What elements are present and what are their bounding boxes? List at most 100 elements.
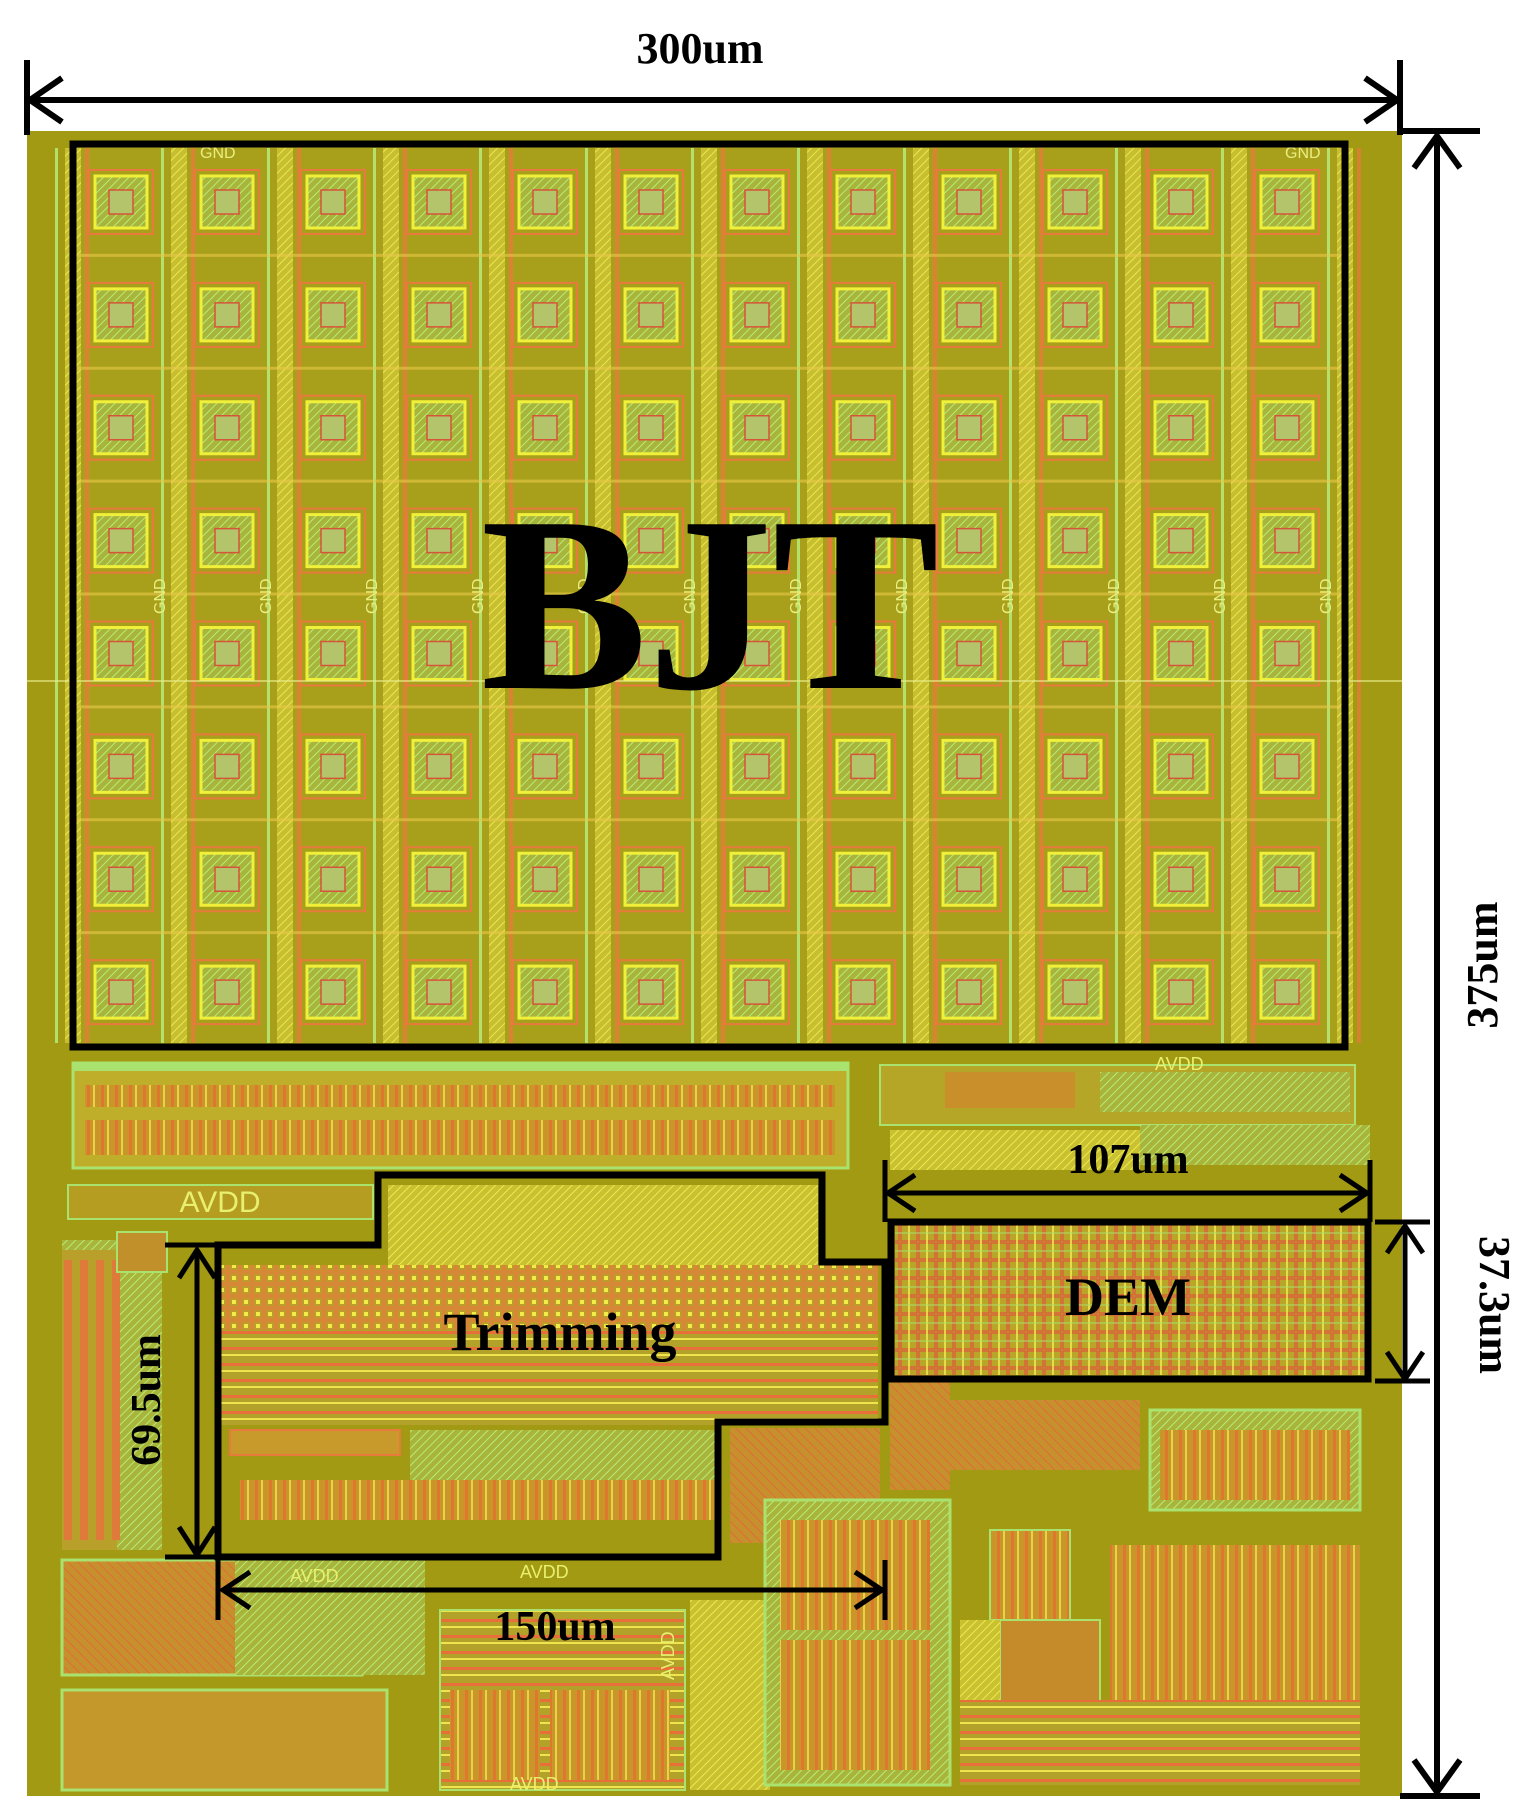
bjt-cell-emitter xyxy=(214,753,240,780)
bjt-cell-emitter xyxy=(532,527,558,554)
bjt-cell-ring xyxy=(1254,281,1320,348)
bjt-cell-emitter xyxy=(638,753,664,780)
bjt-cell-ring xyxy=(194,281,260,348)
bjt-cell-emitter xyxy=(320,527,346,554)
bjt-cell-emitter xyxy=(744,866,770,892)
trimming-outline xyxy=(214,1171,889,1561)
bjt-cell-ring xyxy=(618,620,684,687)
bjt-cell-ring xyxy=(512,620,578,687)
bjt-cell-emitter xyxy=(744,302,770,328)
bjt-cell-emitter xyxy=(1168,866,1194,892)
bjt-cell-ring xyxy=(194,846,260,913)
bjt-cell-emitter xyxy=(1274,753,1300,780)
metal-link xyxy=(77,366,1341,370)
bjt-cell-ring xyxy=(724,959,790,1026)
bjt-cell-ring xyxy=(1254,733,1320,800)
bjt-cell-ring xyxy=(724,169,790,235)
bjt-cell-ring xyxy=(194,507,260,574)
bjt-cell-emitter xyxy=(638,979,664,1005)
block-outlines xyxy=(69,140,1372,1561)
bjt-cell xyxy=(1259,964,1315,1020)
bjt-cell-emitter xyxy=(1274,189,1300,215)
trimming-width-label: 150um xyxy=(494,1604,615,1650)
bjt-cell-emitter xyxy=(1168,640,1194,667)
metal-link xyxy=(77,705,1341,709)
bjt-cell-ring xyxy=(1042,620,1108,687)
bjt-cell-emitter xyxy=(850,189,876,215)
metal-stripe xyxy=(55,148,58,1043)
bjt-cell xyxy=(199,626,255,681)
bjt-cell-emitter xyxy=(638,527,664,554)
bjt-cell-ring xyxy=(618,281,684,348)
bjt-cell-ring xyxy=(512,959,578,1026)
bjt-cell-ring xyxy=(1254,507,1320,574)
bjt-cell-ring xyxy=(300,733,366,800)
bjt-cell-emitter xyxy=(956,302,982,328)
bjt-cell-ring xyxy=(406,733,472,800)
bjt-cell xyxy=(835,287,891,343)
bjt-cell-ring xyxy=(1042,959,1108,1026)
bjt-cell-emitter xyxy=(1062,866,1088,892)
bjt-cell-ring xyxy=(1042,394,1108,461)
bjt-cell-emitter xyxy=(426,866,452,892)
dimension-150um xyxy=(215,1560,888,1620)
bjt-cell-emitter xyxy=(214,189,240,215)
gnd-label: GND xyxy=(1000,578,1017,614)
bjt-cell-emitter xyxy=(850,979,876,1005)
gnd-label: GND xyxy=(1285,145,1321,162)
bjt-cell-emitter xyxy=(214,866,240,892)
dimension-69-5um xyxy=(165,1242,220,1560)
bjt-cell-ring xyxy=(1254,169,1320,235)
dimension-107um xyxy=(882,1160,1373,1222)
bjt-cell-emitter xyxy=(532,753,558,780)
bjt-cell-emitter xyxy=(956,753,982,780)
bjt-cell-ring xyxy=(936,846,1002,913)
bjt-cell-emitter xyxy=(532,189,558,215)
bjt-cell-ring xyxy=(936,281,1002,348)
bjt-cell-emitter xyxy=(426,302,452,328)
bjt-cell-emitter xyxy=(426,415,452,441)
bjt-cell-emitter xyxy=(320,415,346,441)
bjt-cell-emitter xyxy=(108,866,134,892)
bjt-cell xyxy=(1153,738,1209,794)
bjt-cell-emitter xyxy=(532,415,558,441)
bjt-cell-ring xyxy=(194,620,260,687)
bjt-cell-emitter xyxy=(744,979,770,1005)
bjt-cell-ring xyxy=(406,281,472,348)
bjt-cell-ring xyxy=(830,281,896,348)
bjt-cell-ring xyxy=(1148,281,1214,348)
bjt-cell-emitter xyxy=(1274,979,1300,1005)
bjt-cell xyxy=(1259,851,1315,907)
bjt-cell-emitter xyxy=(638,866,664,892)
bjt-cell-emitter xyxy=(956,640,982,667)
trimming-height-label: 69.5um xyxy=(124,1334,170,1466)
bjt-cell-ring xyxy=(88,281,154,348)
bjt-cell-emitter xyxy=(638,640,664,667)
bjt-cell-emitter xyxy=(956,866,982,892)
bjt-cell-ring xyxy=(1148,620,1214,687)
bjt-cell-emitter xyxy=(1274,527,1300,554)
bjt-cell-emitter xyxy=(744,415,770,441)
bjt-cell-ring xyxy=(618,394,684,461)
bjt-cell-emitter xyxy=(320,302,346,328)
gnd-label: GND xyxy=(576,578,593,614)
bjt-cell-ring xyxy=(830,169,896,235)
bjt-cell-emitter xyxy=(1062,979,1088,1005)
bjt-cell-ring xyxy=(618,169,684,235)
gnd-label: GND xyxy=(200,145,236,162)
bjt-cell-ring xyxy=(724,846,790,913)
bjt-cell-ring xyxy=(88,620,154,687)
bjt-cell-emitter xyxy=(850,753,876,780)
avdd-bottom-label: AVDD xyxy=(290,1566,339,1586)
bjt-cell-ring xyxy=(406,169,472,235)
bjt-cell-emitter xyxy=(1274,415,1300,441)
bjt-cell-ring xyxy=(300,959,366,1026)
height-375um-label: 375um xyxy=(1458,901,1507,1028)
bjt-cell-emitter xyxy=(214,640,240,667)
bjt-cell-emitter xyxy=(850,527,876,554)
gnd-label: GND xyxy=(1106,578,1123,614)
bjt-cell-emitter xyxy=(426,189,452,215)
gnd-label: GND xyxy=(470,578,487,614)
bjt-cell-emitter xyxy=(1062,753,1088,780)
bjt-outline xyxy=(69,140,1349,1051)
